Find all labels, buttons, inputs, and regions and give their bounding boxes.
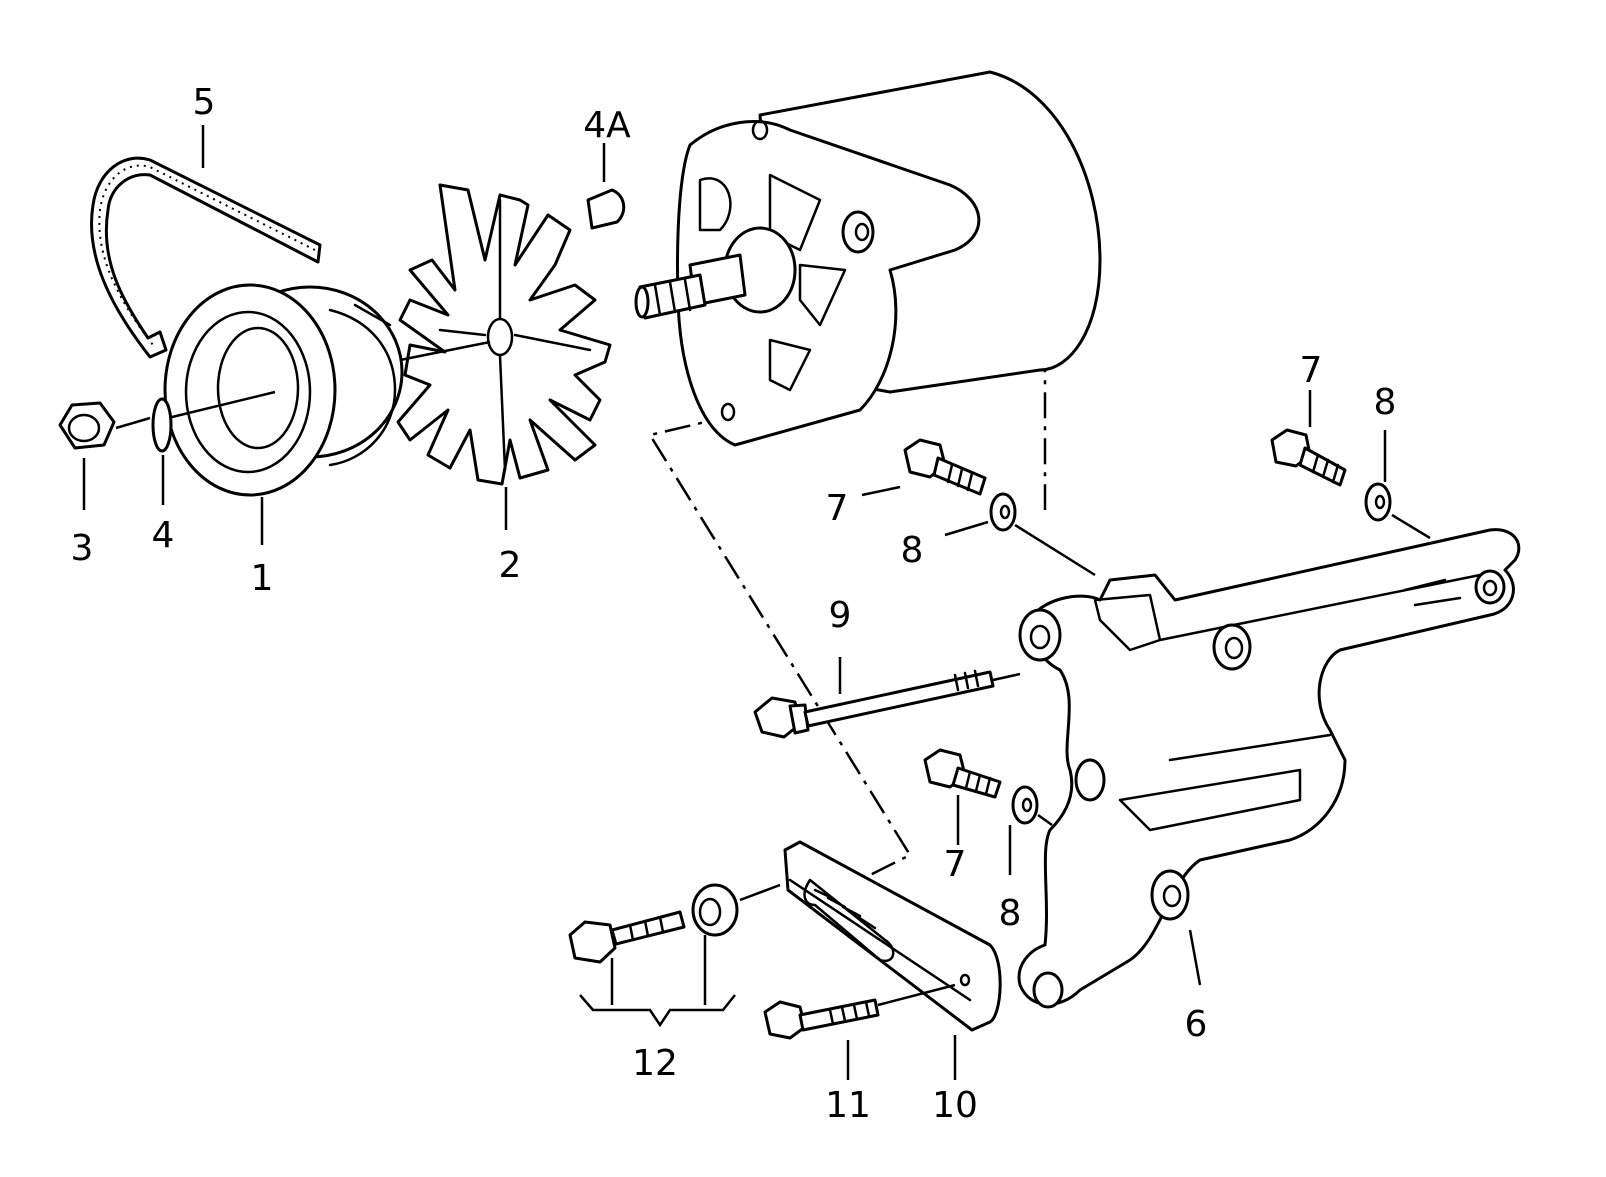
washer-right (1364, 430, 1431, 540)
adjusting-bolt (763, 983, 956, 1080)
callout-4: 4 (152, 515, 175, 556)
callout-2: 2 (499, 545, 522, 586)
alternator (634, 70, 1102, 447)
bolt-and-nut-set (568, 883, 781, 1028)
callout-4a: 4A (583, 105, 631, 146)
callout-10: 10 (932, 1085, 978, 1126)
cooling-fan (396, 183, 612, 530)
drive-belt (90, 125, 322, 359)
callout-1: 1 (251, 558, 274, 599)
adjusting-plate (783, 840, 1002, 1080)
callout-8-lower: 8 (999, 893, 1022, 934)
pulley-nut (58, 401, 151, 510)
long-bolt (753, 657, 1021, 739)
bolt-right (1270, 390, 1347, 487)
callout-11: 11 (825, 1085, 871, 1126)
washer-upper (944, 492, 1096, 577)
callout-5: 5 (193, 82, 216, 123)
callout-8-right: 8 (1374, 382, 1397, 423)
callout-8-upper: 8 (901, 530, 924, 571)
callout-7-right: 7 (1300, 350, 1323, 391)
washer-lower (1008, 785, 1053, 875)
pulley (163, 283, 404, 545)
callout-12: 12 (632, 1043, 678, 1084)
callout-7-upper: 7 (826, 488, 849, 529)
callout-3: 3 (71, 528, 94, 569)
mounting-bracket (1017, 528, 1521, 1009)
woodruff-key (586, 143, 626, 230)
callout-7-lower: 7 (944, 844, 967, 885)
washer (151, 397, 173, 505)
callout-6: 6 (1185, 1004, 1208, 1045)
bolt-upper (861, 438, 987, 497)
bolt-lower (923, 748, 1002, 845)
callout-9: 9 (829, 595, 852, 636)
callout-labels: 1 2 3 4 4A 5 6 7 7 7 8 8 8 9 10 11 12 (71, 82, 1397, 1126)
